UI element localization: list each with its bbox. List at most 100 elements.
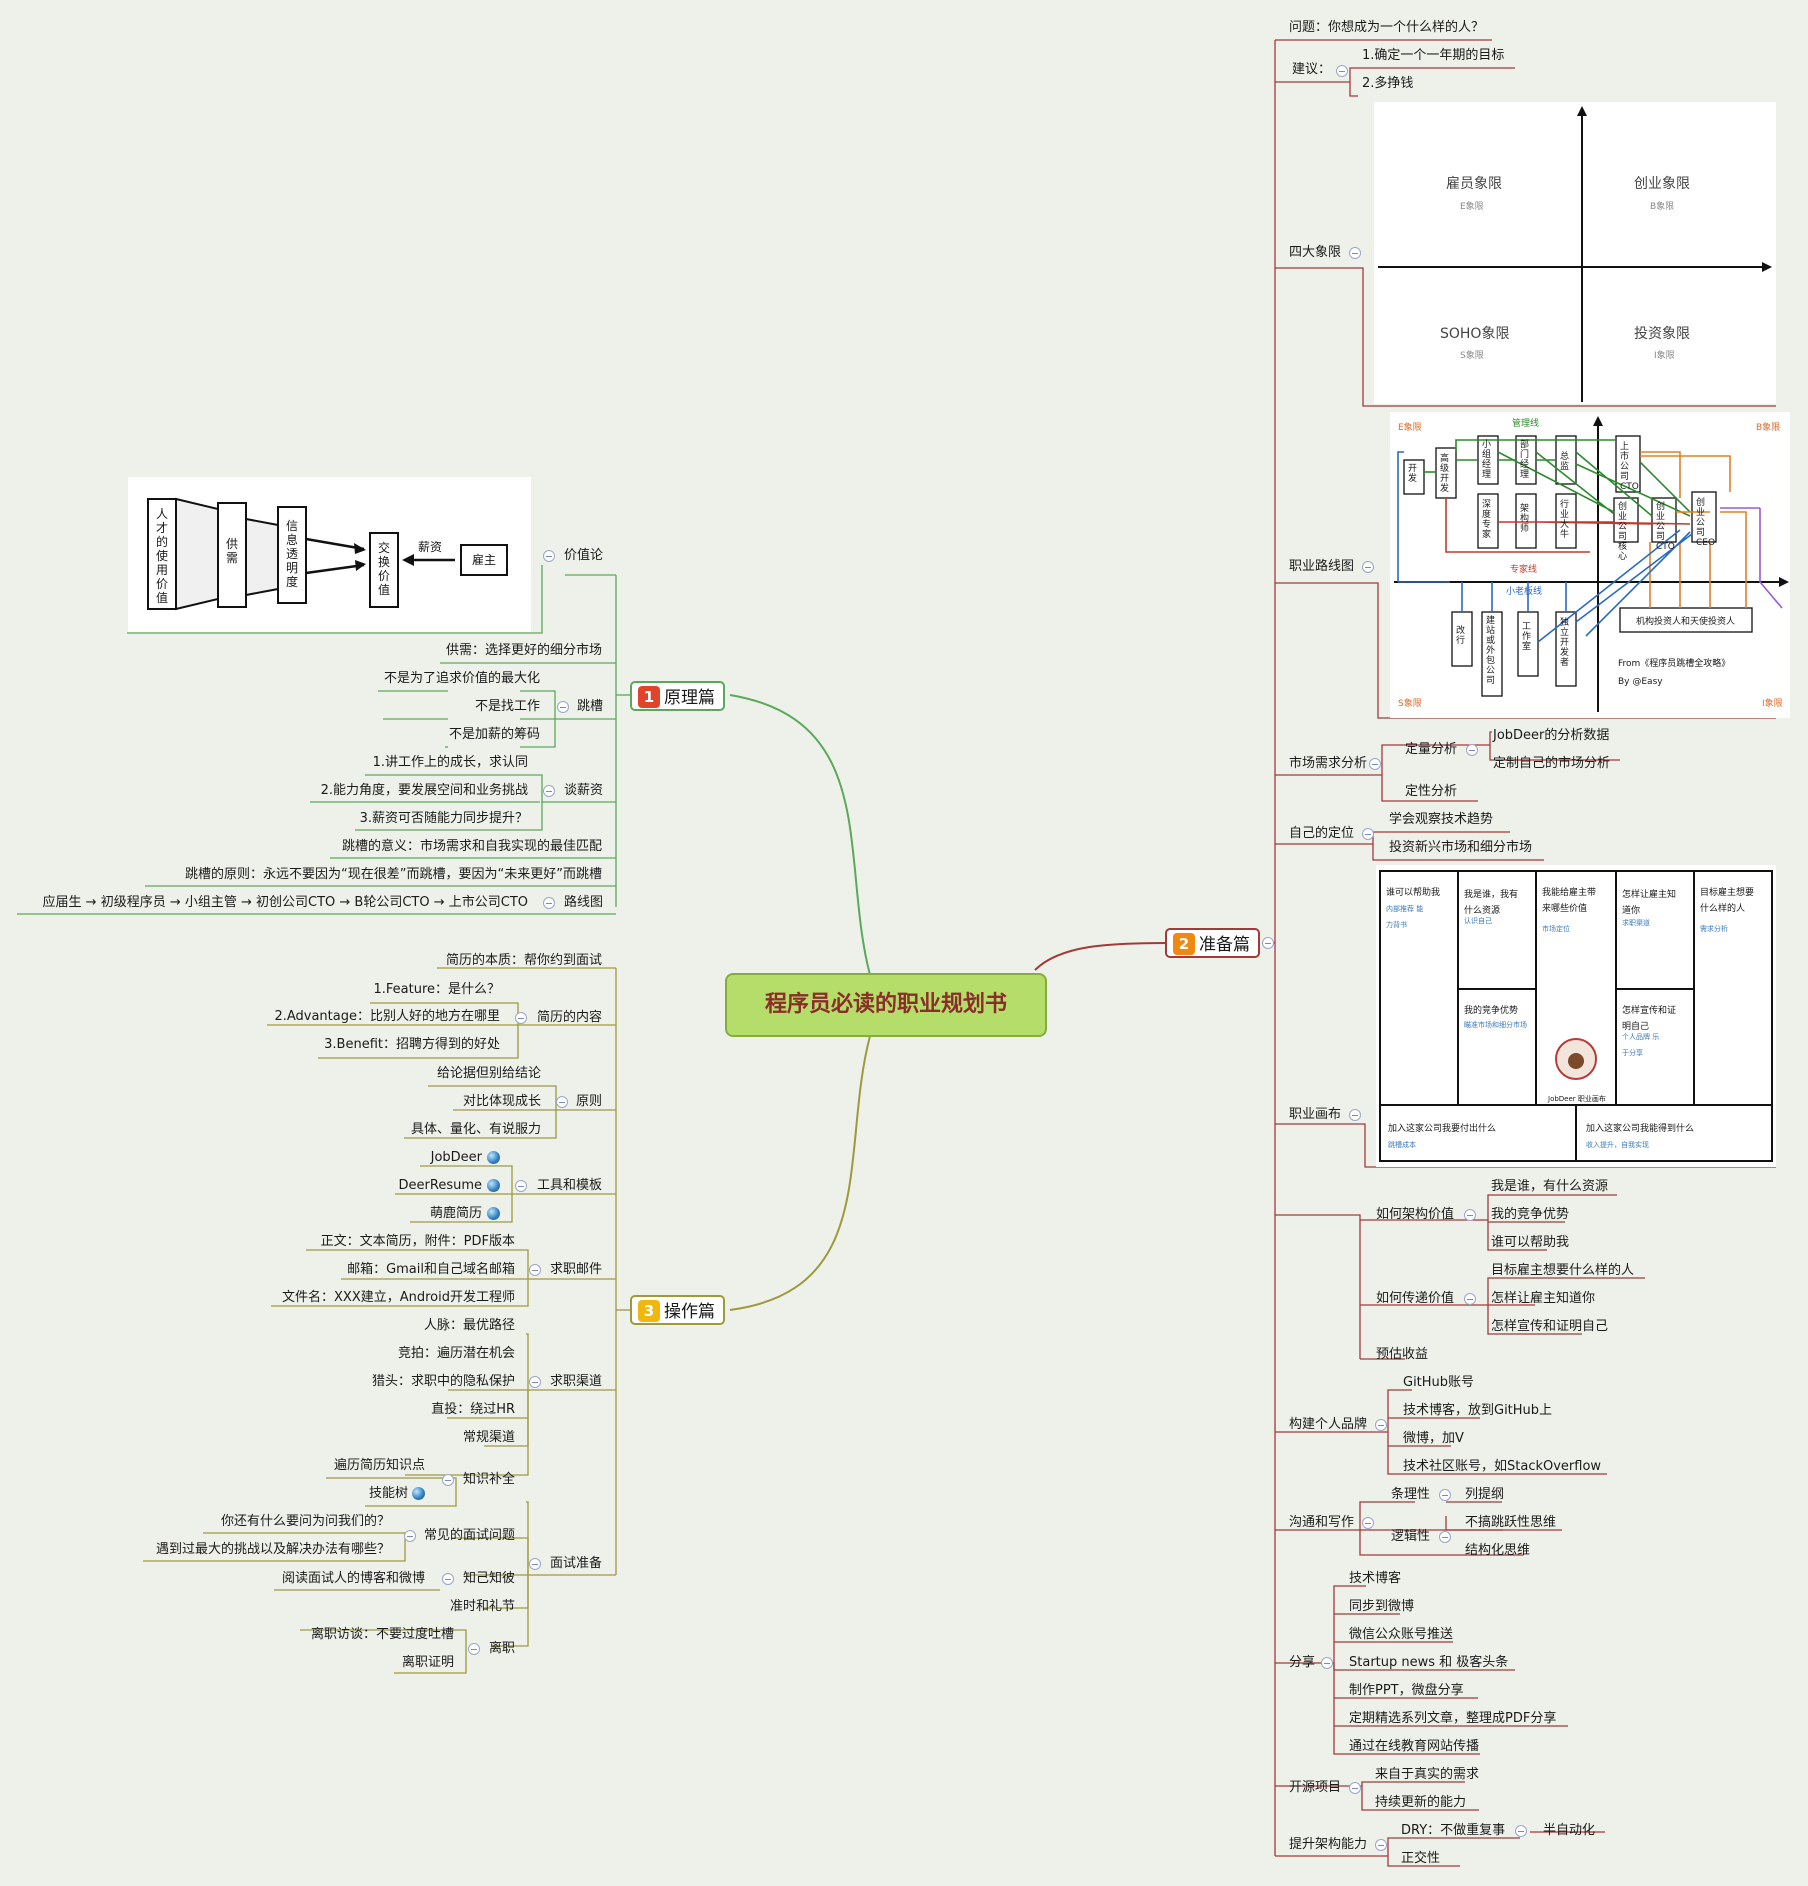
deliver-value-label[interactable]: 如何传递价值 [1376, 1291, 1455, 1306]
collapse-icon[interactable] [1375, 1839, 1387, 1851]
knowledge-label[interactable]: 知识补全 [462, 1472, 515, 1487]
collapse-icon[interactable] [543, 897, 555, 909]
tool-item[interactable]: 萌鹿简历 [429, 1206, 482, 1221]
position-item[interactable]: 投资新兴市场和细分市场 [1389, 840, 1533, 855]
quadrant-label[interactable]: 四大象限 [1289, 245, 1342, 260]
common-question-item[interactable]: 你还有什么要问为问我们的？ [220, 1514, 390, 1529]
channel-item[interactable]: 人脉：最优路径 [423, 1318, 515, 1333]
collapse-icon[interactable] [404, 1530, 416, 1542]
collapse-icon[interactable] [1439, 1531, 1451, 1543]
knowledge-item[interactable]: 遍历简历知识点 [333, 1458, 425, 1473]
oss-item[interactable]: 持续更新的能力 [1375, 1795, 1467, 1810]
tools-label[interactable]: 工具和模板 [536, 1178, 602, 1193]
share-item[interactable]: 同步到微博 [1349, 1599, 1415, 1614]
collapse-icon[interactable] [1362, 1517, 1374, 1529]
supply-demand-node[interactable]: 供需：选择更好的细分市场 [445, 643, 602, 658]
collapse-icon[interactable] [556, 1096, 568, 1108]
web-link-icon[interactable] [487, 1151, 500, 1164]
self-position-label[interactable]: 自己的定位 [1289, 826, 1355, 841]
central-topic[interactable]: 程序员必读的职业规划书 [725, 973, 1047, 1037]
qual-analysis-node[interactable]: 定性分析 [1405, 784, 1458, 799]
logic-item[interactable]: 结构化思维 [1465, 1543, 1531, 1558]
collapse-icon[interactable] [543, 785, 555, 797]
arch-item[interactable]: 谁可以帮助我 [1491, 1235, 1570, 1250]
brand-item[interactable]: 技术社区账号，如StackOverflow [1403, 1459, 1602, 1474]
collapse-icon[interactable] [529, 1558, 541, 1570]
share-item[interactable]: 微信公众账号推送 [1349, 1627, 1454, 1642]
tool-item[interactable]: JobDeer [430, 1150, 482, 1165]
collapse-icon[interactable] [529, 1264, 541, 1276]
negotiate-item[interactable]: 2.能力角度，要发展空间和业务挑战 [320, 783, 528, 798]
know-self-item[interactable]: 阅读面试人的博客和微博 [281, 1571, 425, 1586]
resume-item[interactable]: 3.Benefit：招聘方得到的好处 [324, 1037, 500, 1052]
collapse-icon[interactable] [1369, 758, 1381, 770]
value-theory-label[interactable]: 价值论 [563, 548, 603, 563]
job-hop-label[interactable]: 跳槽 [576, 699, 603, 714]
leave-label[interactable]: 离职 [488, 1641, 515, 1656]
hop-meaning-node[interactable]: 跳槽的意义：市场需求和自我实现的最佳匹配 [341, 839, 602, 854]
collapse-icon[interactable] [1336, 65, 1348, 77]
collapse-icon[interactable] [1362, 828, 1374, 840]
web-link-icon[interactable] [487, 1207, 500, 1220]
channel-item[interactable]: 常规渠道 [462, 1430, 515, 1445]
leave-item[interactable]: 离职证明 [401, 1655, 454, 1670]
quant-item[interactable]: JobDeer的分析数据 [1493, 728, 1610, 743]
hop-item[interactable]: 不是找工作 [474, 699, 540, 714]
resume-item[interactable]: 2.Advantage：比别人好的地方在哪里 [274, 1009, 500, 1024]
advice-item[interactable]: 2.多挣钱 [1362, 76, 1414, 91]
hop-item[interactable]: 不是加薪的筹码 [448, 727, 540, 742]
deliver-item[interactable]: 怎样让雇主知道你 [1491, 1291, 1596, 1306]
dry-node[interactable]: DRY：不做重复事 [1401, 1823, 1506, 1838]
collapse-icon[interactable] [1349, 247, 1361, 259]
career-route-label[interactable]: 职业路线图 [1289, 559, 1355, 574]
principle-item[interactable]: 给论据但别给结论 [436, 1066, 541, 1081]
principle-label[interactable]: 原则 [575, 1094, 602, 1109]
collapse-icon[interactable] [1262, 937, 1274, 949]
brand-item[interactable]: GitHub账号 [1403, 1375, 1475, 1390]
brand-item[interactable]: 技术博客，放到GitHub上 [1403, 1403, 1553, 1418]
punctual-node[interactable]: 准时和礼节 [449, 1599, 515, 1614]
interview-label[interactable]: 面试准备 [549, 1556, 602, 1571]
tool-item[interactable]: DeerResume [398, 1178, 482, 1193]
advice-item[interactable]: 1.确定一个一年期的目标 [1362, 48, 1505, 63]
resume-item[interactable]: 1.Feature：是什么？ [373, 982, 500, 997]
order-item[interactable]: 列提纲 [1465, 1487, 1505, 1502]
collapse-icon[interactable] [557, 701, 569, 713]
route-label[interactable]: 路线图 [563, 895, 603, 910]
collapse-icon[interactable] [529, 1376, 541, 1388]
principle-item[interactable]: 具体、量化、有说服力 [410, 1122, 541, 1137]
collapse-icon[interactable] [442, 1474, 454, 1486]
collapse-icon[interactable] [515, 1012, 527, 1024]
collapse-icon[interactable] [1375, 1419, 1387, 1431]
share-item[interactable]: Startup news 和 极客头条 [1349, 1655, 1509, 1670]
collapse-icon[interactable] [1515, 1825, 1527, 1837]
collapse-icon[interactable] [1466, 744, 1478, 756]
common-question-label[interactable]: 常见的面试问题 [423, 1528, 515, 1543]
arch-value-label[interactable]: 如何架构价值 [1376, 1207, 1455, 1222]
arch-item[interactable]: 我的竞争优势 [1491, 1207, 1570, 1222]
deliver-item[interactable]: 怎样宣传和证明自己 [1491, 1319, 1609, 1334]
web-link-icon[interactable] [487, 1179, 500, 1192]
share-label[interactable]: 分享 [1289, 1655, 1316, 1670]
income-node[interactable]: 预估收益 [1376, 1347, 1429, 1362]
negotiate-item[interactable]: 1.讲工作上的成长，求认同 [372, 755, 528, 770]
principle-item[interactable]: 对比体现成长 [462, 1094, 541, 1109]
mail-item[interactable]: 正文：文本简历，附件：PDF版本 [320, 1234, 515, 1249]
quant-analysis-label[interactable]: 定量分析 [1405, 742, 1458, 757]
hop-principle-node[interactable]: 跳槽的原则：永远不要因为“现在很差”而跳槽，要因为“未来更好”而跳槽 [185, 867, 602, 882]
collapse-icon[interactable] [468, 1643, 480, 1655]
hop-item[interactable]: 不是为了追求价值的最大化 [383, 671, 540, 686]
oss-item[interactable]: 来自于真实的需求 [1375, 1767, 1480, 1782]
share-item[interactable]: 通过在线教育网站传播 [1349, 1739, 1480, 1754]
collapse-icon[interactable] [515, 1180, 527, 1192]
share-item[interactable]: 定期精选系列文章，整理成PDF分享 [1349, 1711, 1557, 1726]
negotiate-label[interactable]: 谈薪资 [563, 783, 603, 798]
collapse-icon[interactable] [1349, 1109, 1361, 1121]
channel-item[interactable]: 直投：绕过HR [431, 1402, 515, 1417]
collapse-icon[interactable] [1362, 561, 1374, 573]
share-item[interactable]: 技术博客 [1349, 1571, 1402, 1586]
semi-auto-node[interactable]: 半自动化 [1543, 1823, 1596, 1838]
collapse-icon[interactable] [1464, 1293, 1476, 1305]
mail-item[interactable]: 文件名：XXX建立，Android开发工程师 [282, 1290, 515, 1305]
